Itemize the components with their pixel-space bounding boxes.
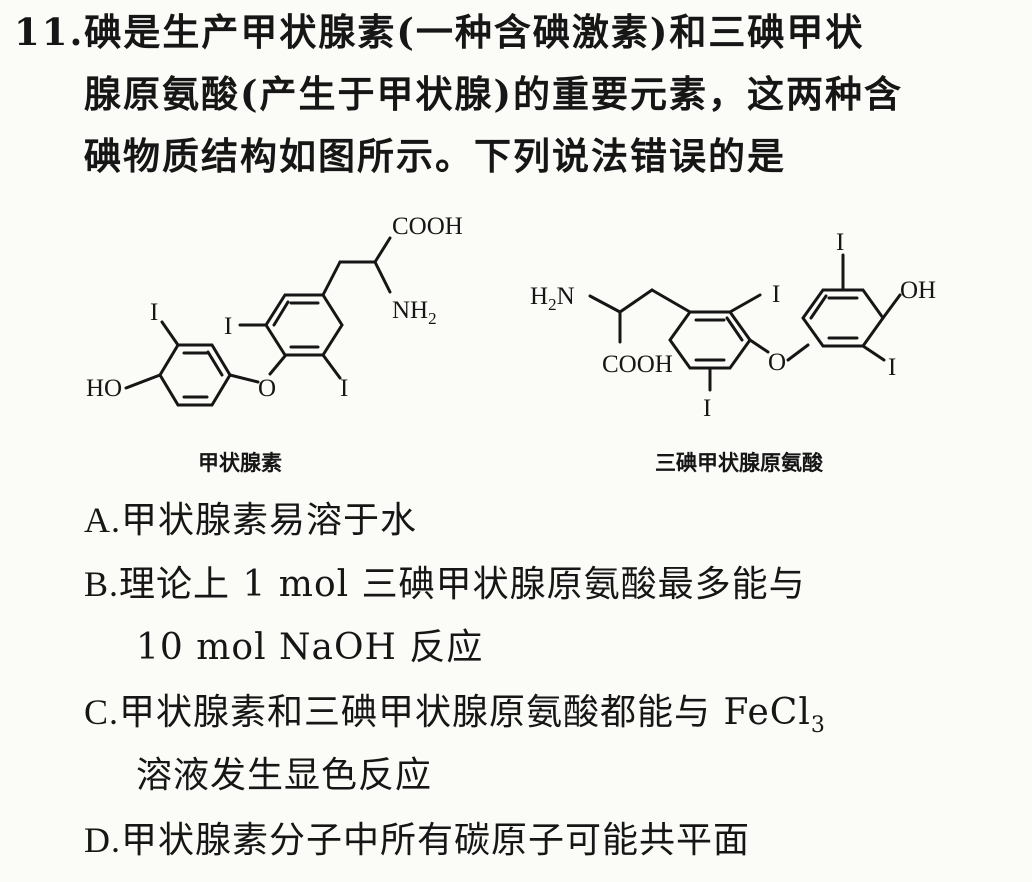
right-molecule-caption: 三碘甲状腺原氨酸 [655, 451, 824, 475]
right-iodine-3: I [836, 229, 844, 256]
structure-figure: HO I O I I COOH NH2 甲状腺素 [0, 200, 1032, 490]
question-number: 11. [14, 10, 85, 54]
option-d[interactable]: D.甲状腺素分子中所有碳原子可能共平面 [84, 820, 751, 861]
question-line-3: 碘物质结构如图所示。下列说法错误的是 [84, 134, 786, 178]
option-c[interactable]: C.甲状腺素和三碘甲状腺原氨酸都能与 FeCl3 [84, 692, 826, 739]
option-b-continuation: 10 mol NaOH 反应 [136, 627, 484, 668]
left-cooh-label: COOH [392, 213, 463, 240]
left-iodine-2: I [224, 313, 232, 340]
right-iodine-1: I [772, 281, 780, 308]
right-ether-o: O [768, 349, 786, 376]
option-b[interactable]: B.理论上 1 mol 三碘甲状腺原氨酸最多能与 [84, 564, 806, 605]
left-iodine-3: I [340, 375, 348, 402]
right-oh-label: OH [900, 277, 936, 304]
structure-svg: HO I O I I COOH NH2 甲状腺素 [86, 213, 936, 475]
question-line-2: 腺原氨酸(产生于甲状腺)的重要元素，这两种含 [84, 72, 904, 116]
left-iodine-1: I [150, 299, 158, 326]
right-iodine-2: I [703, 395, 711, 422]
left-molecule: HO I O I I COOH NH2 甲状腺素 [86, 213, 463, 475]
right-cooh-label: COOH [602, 351, 673, 378]
left-molecule-caption: 甲状腺素 [198, 451, 282, 475]
option-c-continuation: 溶液发生显色反应 [136, 755, 433, 796]
left-nh2-label: NH2 [392, 297, 437, 328]
option-a[interactable]: A.甲状腺素易溶于水 [84, 500, 418, 541]
right-iodine-4: I [888, 354, 896, 381]
right-molecule: H2N COOH I I O [530, 229, 936, 475]
question-line-1: 11.碘是生产甲状腺素(一种含碘激素)和三碘甲状 [14, 10, 865, 54]
left-ether-o: O [258, 375, 276, 402]
right-h2n-label: H2N [530, 283, 575, 314]
left-ho-label: HO [86, 375, 122, 402]
